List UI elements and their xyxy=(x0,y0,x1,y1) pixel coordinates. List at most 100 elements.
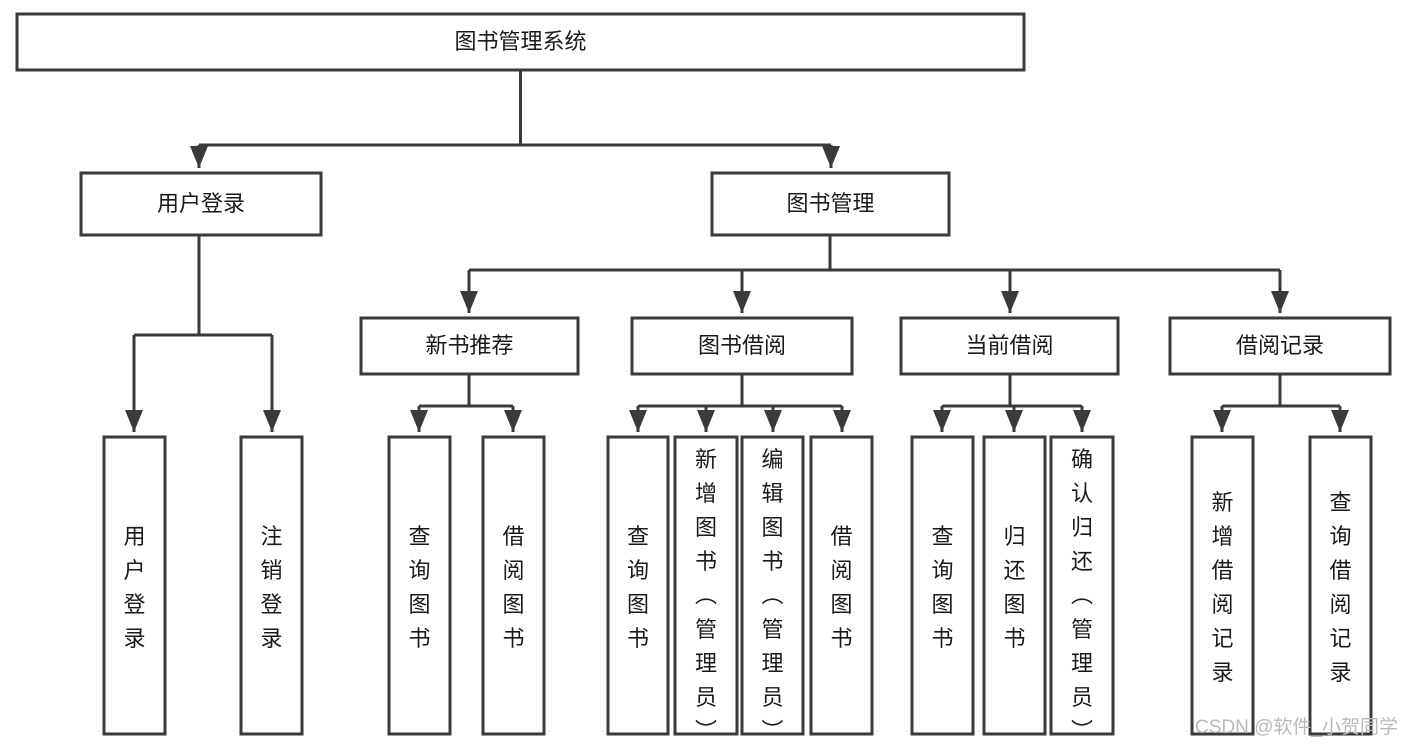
node-borrow-record[interactable]: 借阅记录 xyxy=(1168,316,1392,376)
node-box xyxy=(1049,435,1115,736)
node-box xyxy=(79,171,323,237)
node-label: 查询图书 xyxy=(931,524,953,651)
connector-to-return-book xyxy=(1005,406,1023,432)
arrow-head-icon xyxy=(125,410,143,432)
node-add-borrow-record[interactable]: 新增借阅记录 xyxy=(1190,435,1255,736)
node-box xyxy=(673,435,739,736)
node-label: 当前借阅 xyxy=(965,333,1053,358)
arrow-head-icon xyxy=(764,410,782,432)
node-new-book-recommend[interactable]: 新书推荐 xyxy=(359,316,580,376)
node-box xyxy=(1308,435,1373,736)
node-box xyxy=(239,435,304,736)
node-label: 图书借阅 xyxy=(698,333,786,358)
node-box xyxy=(809,435,874,736)
arrow-head-icon xyxy=(410,410,428,432)
connector-to-add-book-admin xyxy=(697,406,715,432)
connector-to-book-manage xyxy=(822,145,840,168)
node-box xyxy=(910,435,975,736)
connector-to-borrow-record xyxy=(1271,270,1289,313)
node-label: 用户登录 xyxy=(157,191,245,216)
arrow-head-icon xyxy=(1213,410,1231,432)
node-label: 借阅图书 xyxy=(502,524,524,651)
node-query-book-2[interactable]: 查询图书 xyxy=(606,435,670,736)
node-box xyxy=(630,316,854,376)
node-label: 查询借阅记录 xyxy=(1329,490,1351,685)
node-user-login-do[interactable]: 用户登录 xyxy=(102,435,167,736)
node-root[interactable]: 图书管理系统 xyxy=(15,12,1026,72)
node-box xyxy=(387,435,452,736)
connector-to-edit-book-admin xyxy=(764,406,782,432)
connector-to-query-book-2 xyxy=(629,406,647,432)
node-borrow-book-1[interactable]: 借阅图书 xyxy=(481,435,546,736)
node-book-manage[interactable]: 图书管理 xyxy=(710,171,951,237)
arrow-head-icon xyxy=(629,410,647,432)
arrow-head-icon xyxy=(1331,410,1349,432)
node-label: 新书推荐 xyxy=(425,333,513,358)
node-book-borrow[interactable]: 图书借阅 xyxy=(630,316,854,376)
node-box xyxy=(1168,316,1392,376)
connector-to-add-borrow-record xyxy=(1213,406,1231,432)
csdn-watermark: CSDN @软件_小贺同学 xyxy=(1195,716,1398,738)
connector-to-query-book-1 xyxy=(410,406,428,432)
node-label: 查询图书 xyxy=(408,524,430,651)
connector-to-current-borrow xyxy=(1001,270,1019,313)
node-label: 编辑图书（管理员） xyxy=(761,447,783,744)
node-box xyxy=(982,435,1047,736)
node-box xyxy=(899,316,1120,376)
connector-to-book-borrow xyxy=(733,270,751,313)
connector-to-user-login-do xyxy=(125,335,143,432)
node-current-borrow[interactable]: 当前借阅 xyxy=(899,316,1120,376)
node-label: 注销登录 xyxy=(260,524,282,651)
arrow-head-icon xyxy=(833,410,851,432)
connector-to-query-borrow-record xyxy=(1331,406,1349,432)
connector-to-query-book-3 xyxy=(933,406,951,432)
node-query-book-3[interactable]: 查询图书 xyxy=(910,435,975,736)
arrow-head-icon xyxy=(504,410,522,432)
connector-to-borrow-book-1 xyxy=(504,406,522,432)
connector-to-user-logout xyxy=(263,335,281,432)
node-label: 新增借阅记录 xyxy=(1211,490,1233,685)
arrow-head-icon xyxy=(1073,410,1091,432)
node-box xyxy=(359,316,580,376)
node-label: 用户登录 xyxy=(123,524,145,651)
node-return-book[interactable]: 归还图书 xyxy=(982,435,1047,736)
node-query-book-1[interactable]: 查询图书 xyxy=(387,435,452,736)
connector-layer xyxy=(125,70,1349,432)
arrow-head-icon xyxy=(190,146,208,168)
connector-to-borrow-book-2 xyxy=(833,406,851,432)
node-label: 新增图书（管理员） xyxy=(695,447,717,744)
node-query-borrow-record[interactable]: 查询借阅记录 xyxy=(1308,435,1373,736)
node-borrow-book-2[interactable]: 借阅图书 xyxy=(809,435,874,736)
arrow-head-icon xyxy=(460,291,478,313)
arrow-head-icon xyxy=(697,410,715,432)
connector-to-new-book-recommend xyxy=(460,270,478,313)
arrow-head-icon xyxy=(1001,291,1019,313)
connector-to-confirm-return xyxy=(1073,406,1091,432)
arrow-head-icon xyxy=(1005,410,1023,432)
node-box xyxy=(102,435,167,736)
node-label: 归还图书 xyxy=(1003,524,1025,651)
arrow-head-icon xyxy=(263,410,281,432)
arrow-head-icon xyxy=(933,410,951,432)
node-box xyxy=(606,435,670,736)
node-label: 查询图书 xyxy=(627,524,649,651)
arrow-head-icon xyxy=(822,146,840,168)
node-box xyxy=(15,12,1026,72)
node-label: 图书管理系统 xyxy=(454,29,586,54)
node-layer: 图书管理系统用户登录用户登录注销登录图书管理新书推荐查询图书借阅图书图书借阅查询… xyxy=(15,12,1392,744)
node-edit-book-admin[interactable]: 编辑图书（管理员） xyxy=(740,435,805,744)
node-box xyxy=(740,435,805,736)
node-box xyxy=(1190,435,1255,736)
node-label: 借阅图书 xyxy=(830,524,852,651)
node-box xyxy=(710,171,951,237)
node-add-book-admin[interactable]: 新增图书（管理员） xyxy=(673,435,739,744)
node-confirm-return-admin[interactable]: 确认归还（管理员） xyxy=(1049,435,1115,744)
node-label: 确认归还（管理员） xyxy=(1071,447,1093,744)
node-user-logout[interactable]: 注销登录 xyxy=(239,435,304,736)
arrow-head-icon xyxy=(1271,291,1289,313)
node-box xyxy=(481,435,546,736)
arrow-head-icon xyxy=(733,291,751,313)
node-user-login[interactable]: 用户登录 xyxy=(79,171,323,237)
